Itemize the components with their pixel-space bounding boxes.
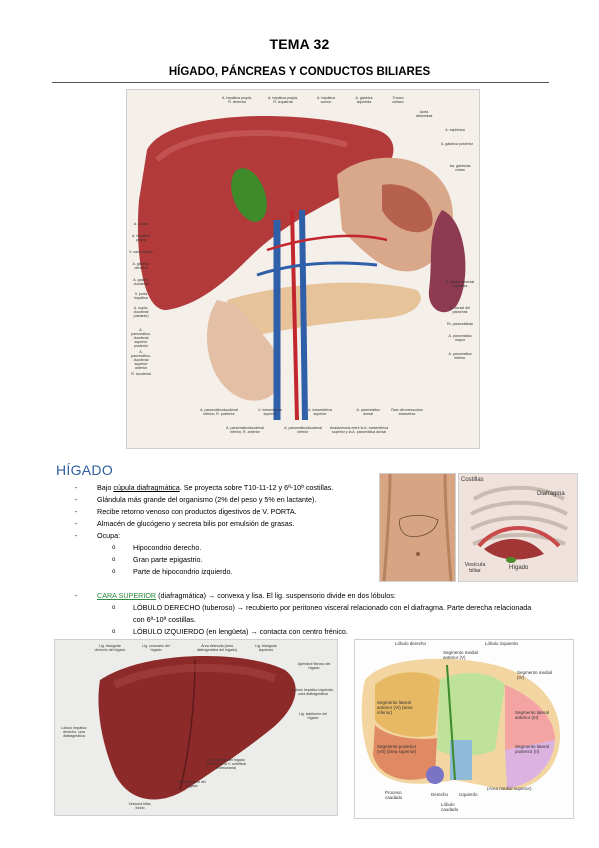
- label-seg-vii: Segmento posterior (VII) (área superior): [377, 744, 417, 754]
- torso-art: [380, 474, 455, 581]
- label-area-desnuda: Área desnuda (área diafragmática del híg…: [196, 644, 238, 652]
- label-lig-triangular-izq: Lig. triangular izquierdo: [255, 644, 277, 652]
- label-vesicula-biliar: Vesícula biliar: [464, 562, 486, 574]
- label-a-pancreatica-inferior: A. pancreática inferior: [448, 352, 472, 360]
- label-a-pd-inf: A. pancreaticoduodenal inferior: [284, 426, 322, 434]
- page-subtitle: HÍGADO, PÁNCREAS Y CONDUCTOS BILIARES: [168, 66, 431, 78]
- label-aorta-abdominal: Aorta abdominal: [415, 110, 433, 118]
- label-higado: Hígado: [509, 565, 529, 571]
- label-v-porta: V. porta hepática: [134, 292, 148, 300]
- label-a-dorsal-pancreas: A. dorsal del páncreas: [450, 306, 470, 314]
- label-anastomosis: Anastomosis entre la A. mesentérica supe…: [329, 426, 389, 434]
- label-a-hepatica-izq: A. hepática propia, R. izquierda: [268, 96, 298, 104]
- torso-photo: [379, 473, 456, 582]
- label-derecho: Derecho: [431, 792, 449, 797]
- label-a-pancreatica-mayor: A. pancreática mayor: [448, 334, 472, 342]
- label-a-pd-sup-ant: A. pancreático-duodenal superior anterio…: [131, 350, 151, 370]
- liver-diaphragmatic-illustration: Lig. triangular derecho del hígado Lig. …: [54, 639, 338, 816]
- label-raiz-mesocolon: Raíz del mesocolon transverso: [391, 408, 423, 416]
- label-vesicula-fondo: Vesícula biliar, fondo: [128, 802, 152, 810]
- page-title: TEMA 32: [269, 36, 330, 52]
- title-divider: [52, 82, 549, 83]
- cara-superior-block: -CARA SUPERIOR (diafragmática) → convexa…: [75, 590, 535, 638]
- label-lig-coronario: Lig. coronario del hígado: [142, 644, 170, 652]
- bullet-item: -Recibe retorno venoso con productos dig…: [75, 507, 297, 516]
- ribcage-art: [459, 474, 577, 581]
- label-a-pd-sup-post: A. pancreático-duodenal superior posteri…: [131, 328, 151, 348]
- label-lig-redondo: Lig. redondo del hígado (cordón de la V.…: [205, 758, 247, 770]
- label-apendice-fibroso: Apéndice fibroso del hígado: [297, 662, 331, 670]
- label-seg-vi: Segmento lateral anterior (VI) (área inf…: [377, 700, 413, 715]
- label-a-gastrica-izq: A. gástrica izquierda: [355, 96, 373, 104]
- label-a-pancreatica-dorsal: A. pancreática dorsal: [356, 408, 380, 416]
- label-v-mesenterica-sup: V. mesentérica superior: [258, 408, 282, 416]
- liver-segments-illustration: Lóbulo derecho Lóbulo izquierdo Segmento…: [354, 639, 574, 819]
- label-lobulo-caudado: Lóbulo caudado: [441, 802, 459, 812]
- label-a-mesenterica-sup: A. mesentérica superior: [308, 408, 332, 416]
- label-diafragma: Diafragma: [537, 491, 565, 497]
- label-r-duodenal: R. duodenal: [131, 372, 151, 376]
- label-a-gastroduodenal: A. gastro-duodenal: [133, 278, 149, 286]
- label-a-pd-inf-ant: A. pancreaticoduodenal inferior, R. ante…: [226, 426, 264, 434]
- label-a-supraduodenal: A. supra-duodenal (variante): [133, 306, 149, 318]
- label-a-esplenica: A. esplénica: [445, 128, 465, 132]
- label-costillas: Costillas: [461, 477, 484, 483]
- label-seg-ii: Segmento lateral posterior (II): [515, 744, 550, 754]
- illustration-art: [137, 116, 466, 421]
- liver-art: [98, 656, 296, 800]
- label-lig-triangular-der: Lig. triangular derecho del hígado: [94, 644, 126, 652]
- bullet-item: -Glándula más grande del organismo (2% d…: [75, 495, 317, 504]
- label-a-hepatica-propia: A. hepática propia: [132, 234, 150, 242]
- liver-pancreas-illustration: A. hepática propia, R. derecha A. hepáti…: [126, 89, 480, 449]
- cara-superior-link[interactable]: CARA SUPERIOR: [97, 591, 157, 600]
- label-v-cava-inferior: V. cava inferior: [129, 250, 153, 254]
- label-proceso-caudado: Proceso caudado: [385, 790, 403, 800]
- label-tronco-celiaco: Tronco celíaco: [392, 96, 404, 104]
- label-a-pd-inf-post: A. pancreaticoduodenal inferior, R. post…: [200, 408, 238, 416]
- label-seg-iii: Segmento lateral anterior (III): [515, 710, 550, 720]
- bullet-item: -Ocupa:: [75, 531, 121, 540]
- label-a-gastro-omental-izq: A. gastro-omental izquierda: [445, 280, 475, 288]
- label-a-hepatica-comun: A. hepática común: [317, 96, 335, 104]
- label-borde-inferior: Borde inferior del hígado: [178, 780, 206, 788]
- label-seg-iv: Segmento medial (IV): [517, 670, 553, 680]
- label-seg-v: Segmento medial anterior (V): [443, 650, 479, 660]
- section-title-higado: HÍGADO: [56, 462, 114, 478]
- label-area-medial-superior: (Área medial superior): [487, 786, 532, 791]
- label-aa-gastricas-cortas: Aa. gástricas cortas: [449, 164, 471, 172]
- label-lobulo-derecho: Lóbulo derecho: [395, 641, 427, 646]
- ribcage-illustration: Costillas Diafragma Vesícula biliar Híga…: [458, 473, 578, 582]
- label-lobulo-izquierdo: Lóbulo izquierdo: [485, 641, 519, 646]
- label-a-hepatica-der: A. hepática propia, R. derecha: [222, 96, 252, 104]
- label-lig-falciforme: Lig. falciforme del hígado: [298, 712, 328, 720]
- label-a-cistica: A. cística: [133, 222, 149, 226]
- label-lobulo-izq: Lóbulo hepático izquierdo, cara diafragm…: [292, 688, 334, 696]
- bullet-item: -Almacén de glucógeno y secreta bilis po…: [75, 519, 295, 528]
- label-lobulo-der: Lóbulo hepático derecho, cara diafragmát…: [61, 726, 87, 738]
- label-a-gastrica-derecha: A. gástrica derecha: [132, 262, 150, 270]
- segments-art: [361, 658, 560, 790]
- label-a-gastrica-posterior: A. gástrica posterior: [441, 142, 473, 146]
- bullet-item: -Bajo cúpula diafragmática. Se proyecta …: [75, 483, 334, 492]
- label-rr-pancreaticas: Rr. pancreáticas: [447, 322, 473, 326]
- higado-bullet-list: -Bajo cúpula diafragmática. Se proyecta …: [75, 482, 375, 578]
- cara-superior-line: -CARA SUPERIOR (diafragmática) → convexa…: [75, 591, 396, 600]
- label-izquierdo: Izquierdo: [459, 792, 478, 797]
